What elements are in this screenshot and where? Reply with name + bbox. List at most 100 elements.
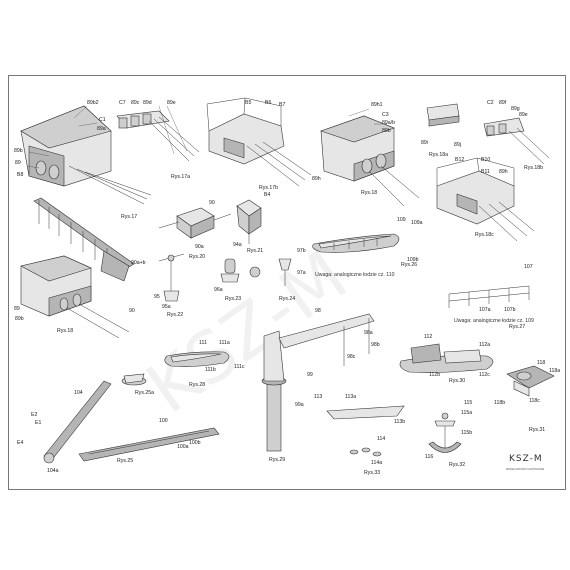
label: 100a <box>177 444 189 450</box>
caption: Rys.28 <box>189 382 205 388</box>
label: C1 <box>99 117 106 123</box>
label: E2 <box>31 412 37 418</box>
label: 95 <box>154 294 160 300</box>
label: B8 <box>17 172 23 178</box>
label: 109a <box>411 220 423 226</box>
label: 104a <box>47 468 59 474</box>
motorboat-rys30 <box>399 343 494 373</box>
turret-frame-rys18c <box>436 157 535 242</box>
fittings-rys33 <box>349 447 382 457</box>
label: 114 <box>377 436 385 442</box>
caption: Rys.20 <box>189 254 205 260</box>
label: 112 <box>424 334 432 340</box>
label: 89d <box>143 100 152 106</box>
label: 109b <box>407 257 419 263</box>
label: 116 <box>425 454 433 460</box>
part-rys18a <box>426 103 460 127</box>
label: E4 <box>17 440 23 446</box>
turret-rys17 <box>20 105 152 205</box>
label: B6 <box>265 100 271 106</box>
note: Uwaga: analogiczne łodzie cz. 110 <box>315 272 395 278</box>
label: 95a <box>162 304 171 310</box>
label: 89h <box>312 176 321 182</box>
label: 89e <box>519 112 528 118</box>
turret-rys18 <box>320 108 420 207</box>
label: B10 <box>481 157 490 163</box>
turret-rys18-lower <box>20 255 130 339</box>
caption: Rys.23 <box>225 296 241 302</box>
label: 100b <box>189 440 201 446</box>
anchor-rys32 <box>428 412 462 453</box>
rail-rys19 <box>33 197 135 282</box>
label: 89c <box>131 100 140 106</box>
label: 89h1 <box>371 102 383 108</box>
label: 90a+b <box>131 260 146 266</box>
label: 89j <box>454 142 461 148</box>
label: 89i <box>421 140 428 146</box>
boom-rys28b <box>43 380 112 464</box>
label: 89 <box>14 306 20 312</box>
winch-rys31 <box>506 365 555 397</box>
label: B5 <box>245 100 251 106</box>
label: 118a <box>549 368 560 374</box>
label: 111a <box>219 340 230 346</box>
label: 115 <box>464 400 472 406</box>
label: 115b <box>461 430 472 436</box>
label: 104 <box>74 390 83 396</box>
label: 107 <box>524 264 533 270</box>
caption: Rys.18c <box>475 232 494 238</box>
label: 118c <box>529 398 540 404</box>
label: 118 <box>537 360 545 366</box>
label: E1 <box>35 420 41 426</box>
label: 112c <box>479 372 490 378</box>
part-rys28-flat <box>326 405 405 420</box>
crane-rys22 <box>158 253 185 302</box>
label: 114a <box>371 460 382 466</box>
logo-subtitle: MODELARSTWO KARTONOWE <box>506 467 545 471</box>
label: 112a <box>479 342 490 348</box>
label: 99a <box>295 402 304 408</box>
note: Uwaga: analogiczne łodzie cz. 109 <box>454 318 534 324</box>
caption: Rys.25a <box>135 390 154 396</box>
drawing-sheet: KSZ-M 89b2 C1 89a 89b 89 B8 Rys.17 C7 89… <box>8 75 566 490</box>
label: 113b <box>394 419 405 425</box>
label: 89b <box>14 148 23 154</box>
label: 89g <box>511 106 520 112</box>
label: 98b <box>371 342 380 348</box>
caption: Rys.25 <box>117 458 133 464</box>
label: 89b <box>15 316 24 322</box>
label: 111b <box>205 367 216 373</box>
caption: Rys.31 <box>529 427 545 433</box>
part-rys21 <box>236 199 262 244</box>
frame-rys27 <box>448 285 530 308</box>
label: 94a <box>233 242 242 248</box>
part-rys20 <box>158 207 232 239</box>
crane-rys29 <box>261 313 375 452</box>
label: B11 <box>481 169 490 175</box>
label: 98 <box>315 308 321 314</box>
label: 89h <box>499 169 508 175</box>
label: 90 <box>129 308 135 314</box>
label: 118b <box>494 400 505 406</box>
label: 109 <box>397 217 406 223</box>
label: 97a <box>297 270 306 276</box>
label: 89b2 <box>87 100 99 106</box>
label: B12 <box>455 157 464 163</box>
label: 89a/b <box>382 120 395 126</box>
brand-logo: KSZ-M MODELARSTWO KARTONOWE <box>506 454 545 471</box>
label: 89b <box>382 128 391 134</box>
guns-rys18b <box>483 117 550 165</box>
logo-text: KSZ-M <box>509 454 543 464</box>
label: 113a <box>345 394 356 400</box>
part-rys25a <box>121 373 147 386</box>
label: C2 <box>487 100 494 106</box>
label: 89 <box>15 160 21 166</box>
label: 90a <box>195 244 204 250</box>
label: 97b <box>297 248 306 254</box>
assembly-drawing: KSZ-M 89b2 C1 89a 89b 89 B8 Rys.17 C7 89… <box>14 97 560 476</box>
rail-rys25 <box>78 427 220 462</box>
label: 89f <box>499 100 507 106</box>
caption: Rys.17a <box>171 174 190 180</box>
part-rys24 <box>249 258 292 286</box>
label: 98a <box>364 330 373 336</box>
